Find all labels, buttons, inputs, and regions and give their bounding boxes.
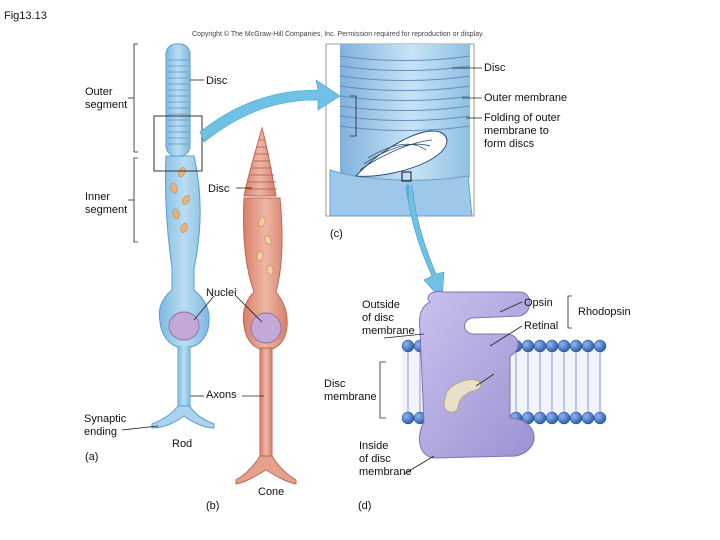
label-inner-segment-1: Inner <box>85 191 111 203</box>
label-axons: Axons <box>206 389 237 401</box>
label-inner-segment-2: segment <box>85 204 128 216</box>
cone-nucleus <box>250 312 282 344</box>
label-outer-segment-2: segment <box>85 99 128 111</box>
label-d-inside-2: of disc <box>359 453 391 465</box>
label-panel-b: (b) <box>206 500 220 512</box>
cone-axon <box>259 347 273 459</box>
opsin-protein <box>418 291 535 459</box>
membrane-bead <box>593 411 607 425</box>
label-d-outside-3: membrane <box>362 325 415 337</box>
panel-c-graphic <box>325 43 475 217</box>
label-c-disc: Disc <box>484 62 506 74</box>
label-panel-a: (a) <box>85 451 99 463</box>
label-c-folding-3: form discs <box>484 138 535 150</box>
cone-synaptic-ending <box>235 455 297 485</box>
label-outer-segment-1: Outer <box>85 86 113 98</box>
leader-lines <box>121 43 572 475</box>
label-d-inside-3: membrane <box>359 466 412 478</box>
cone-cell <box>235 126 297 485</box>
cone-outer-segment <box>243 126 277 197</box>
cone-disc-stack <box>247 139 277 190</box>
membrane-bead <box>533 339 547 353</box>
rod-nucleus <box>168 311 200 341</box>
rod-disc-stack <box>168 59 188 145</box>
label-rod-disc: Disc <box>206 75 228 87</box>
label-synaptic-2: ending <box>84 426 118 438</box>
label-d-rhodopsin: Rhodopsin <box>578 306 631 318</box>
copyright-notice: Copyright © The McGraw-Hill Companies, I… <box>192 31 485 38</box>
panel-d-graphic <box>401 291 607 459</box>
label-c-outer-membrane: Outer membrane <box>484 92 568 104</box>
label-d-outside-1: Outside <box>362 299 400 311</box>
membrane-bead <box>557 339 571 353</box>
label-d-opsin: Opsin <box>524 297 553 309</box>
rod-synaptic-ending <box>151 405 215 429</box>
label-panel-c: (c) <box>330 228 343 240</box>
membrane-bead <box>533 411 547 425</box>
zoom-arrow-to-c <box>199 79 341 143</box>
membrane-bead <box>401 411 415 425</box>
label-c-folding-2: membrane to <box>484 125 549 137</box>
membrane-bead <box>569 411 583 425</box>
zoom-arrow-to-d <box>405 185 445 301</box>
label-cone: Cone <box>258 486 285 498</box>
membrane-bead <box>401 339 415 353</box>
membrane-bead <box>545 411 559 425</box>
label-d-disc-membrane-1: Disc <box>324 378 346 390</box>
membrane-bead <box>521 339 535 353</box>
membrane-bead <box>557 411 571 425</box>
rod-cell <box>151 43 215 429</box>
rod-mitochondria <box>170 166 190 234</box>
retinal-molecule <box>443 379 482 413</box>
rod-outer-segment <box>165 43 191 157</box>
label-rod: Rod <box>172 438 193 450</box>
rod-zoom-box <box>153 115 203 172</box>
label-nuclei: Nuclei <box>206 287 237 299</box>
membrane-bead <box>569 339 583 353</box>
cone-mitochondria <box>256 216 274 276</box>
label-d-disc-membrane-2: membrane <box>324 391 377 403</box>
label-d-retinal: Retinal <box>524 320 559 332</box>
membrane-bead <box>581 411 595 425</box>
label-cone-disc: Disc <box>208 183 230 195</box>
label-panel-d: (d) <box>358 500 372 512</box>
label-d-inside-1: Inside <box>359 440 389 452</box>
label-synaptic-1: Synaptic <box>84 413 127 425</box>
label-d-outside-2: of disc <box>362 312 394 324</box>
membrane-bead <box>545 339 559 353</box>
label-c-folding-1: Folding of outer <box>484 112 561 124</box>
membrane-bead <box>581 339 595 353</box>
figure-title: Fig13.13 <box>4 10 47 22</box>
rhodopsin-zoom-box <box>401 171 412 182</box>
membrane-bead <box>593 339 607 353</box>
